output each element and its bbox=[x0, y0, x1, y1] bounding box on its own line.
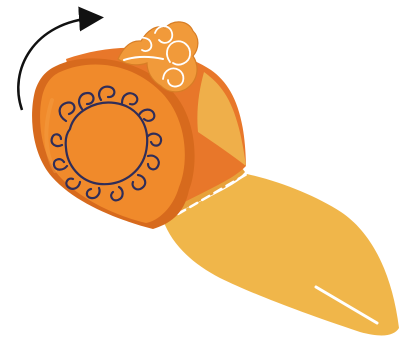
fold-diagram bbox=[0, 0, 401, 338]
